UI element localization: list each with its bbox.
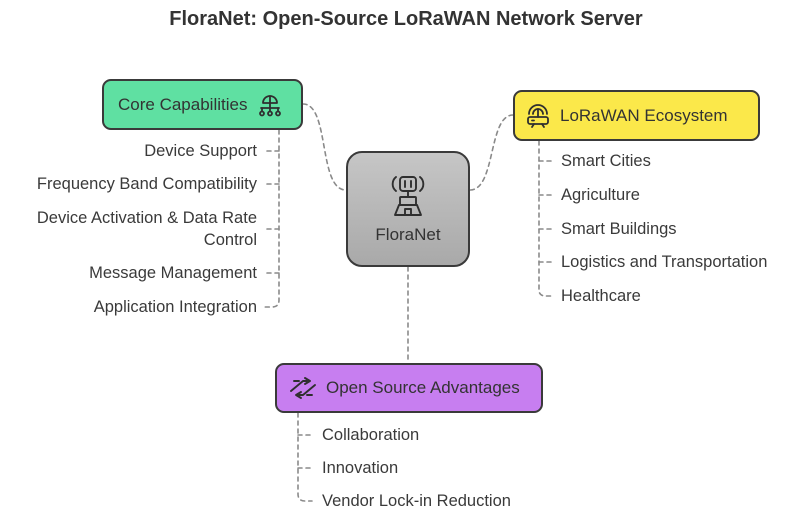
eco-item-healthcare: Healthcare — [561, 287, 641, 305]
branch-oss-trunk — [297, 412, 313, 502]
core-item-device-support: Device Support — [144, 142, 257, 160]
floranet-center-box[interactable]: FloraNet — [346, 151, 470, 267]
connector-core-to-center — [302, 103, 347, 191]
eco-item-logistics: Logistics and Transportation — [561, 253, 768, 271]
open-source-advantages-label: Open Source Advantages — [326, 378, 520, 397]
signal-router-icon — [527, 103, 549, 128]
core-capabilities-box[interactable]: Core Capabilities — [102, 79, 303, 130]
oss-item-collaboration: Collaboration — [322, 426, 420, 444]
connector-eco-to-center — [469, 114, 514, 191]
exchange-arrows-icon — [290, 377, 316, 399]
core-item-frequency-band: Frequency Band Compatibility — [36, 175, 257, 193]
network-hub-icon — [259, 94, 282, 116]
floranet-center-label: FloraNet — [375, 225, 441, 244]
core-item-device-activation: Device Activation & Data Rate Control — [36, 209, 257, 249]
eco-item-smart-cities: Smart Cities — [561, 152, 651, 170]
diagram-title: FloraNet: Open-Source LoRaWAN Network Se… — [169, 8, 643, 30]
core-item-message-management: Message Management — [89, 264, 257, 282]
branch-core-trunk — [263, 129, 280, 308]
eco-item-smart-buildings: Smart Buildings — [561, 220, 677, 238]
lorawan-ecosystem-box[interactable]: LoRaWAN Ecosystem — [513, 90, 760, 141]
eco-item-agriculture: Agriculture — [561, 186, 640, 204]
robot-antenna-icon — [391, 176, 425, 216]
core-capabilities-label: Core Capabilities — [118, 94, 248, 114]
oss-item-vendor-lockin: Vendor Lock-in Reduction — [322, 492, 511, 510]
branch-eco-trunk — [538, 140, 553, 297]
open-source-advantages-box[interactable]: Open Source Advantages — [275, 363, 543, 413]
core-item-application-integration: Application Integration — [93, 298, 257, 316]
lorawan-ecosystem-label: LoRaWAN Ecosystem — [560, 105, 728, 125]
oss-item-innovation: Innovation — [322, 459, 399, 477]
